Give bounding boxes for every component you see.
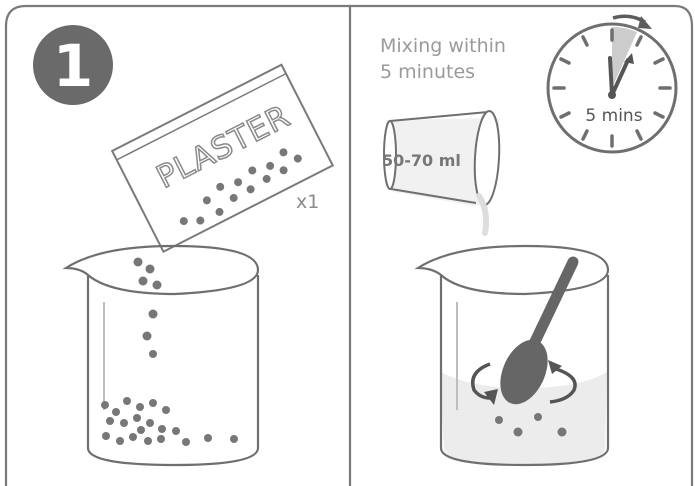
mixing-text-line2: 5 minutes: [380, 61, 475, 83]
plaster-packet: PLASTER: [112, 65, 333, 252]
left-beaker: [66, 246, 258, 465]
powder-in-beaker: [101, 397, 238, 446]
step-badge: 1: [33, 25, 113, 105]
mixing-text-line1: Mixing within: [380, 35, 506, 57]
falling-powder: [134, 258, 162, 359]
cup-label: 50-70 ml: [382, 151, 461, 170]
timer-clock: 5 mins: [548, 24, 676, 152]
step-number: 1: [53, 32, 93, 100]
measuring-cup: 50-70 ml: [382, 110, 501, 233]
timer-label: 5 mins: [585, 106, 642, 126]
packet-quantity: x1: [296, 191, 319, 213]
